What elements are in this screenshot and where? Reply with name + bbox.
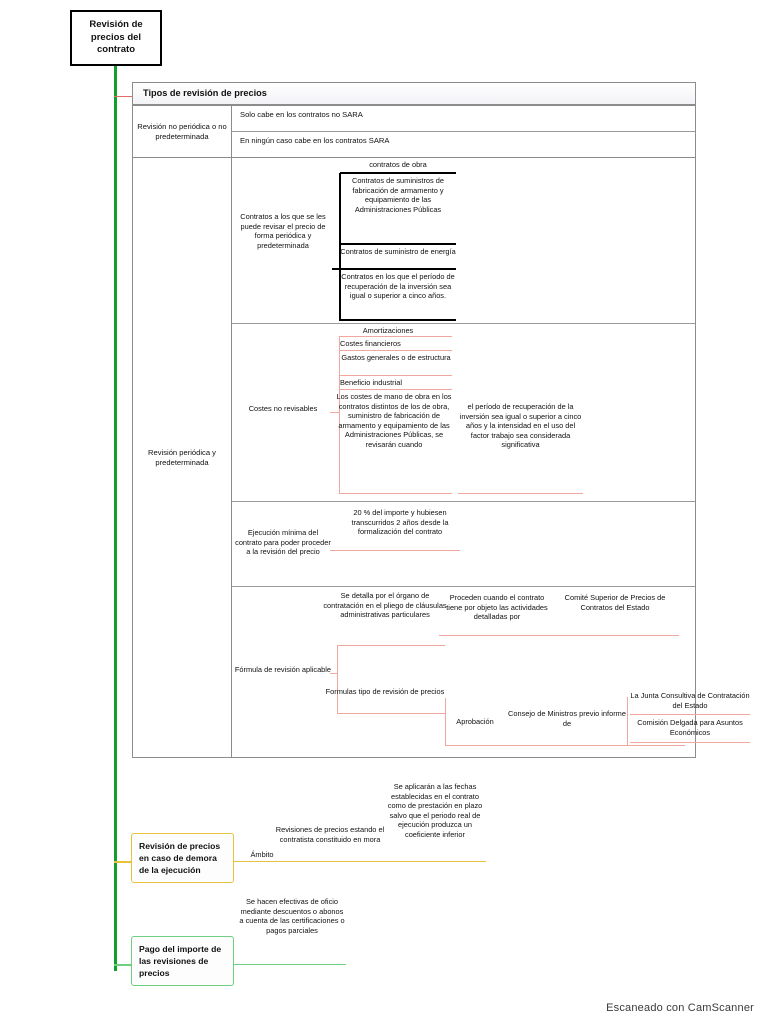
block-b-child-financieros: Costes financieros [340,339,401,348]
underline-d5-1 [630,742,750,744]
branch-box-demora[interactable]: Revisión de precios en caso de demora de… [131,833,234,883]
block-d4-comite: Comité Superior de Precios de Contratos … [564,593,666,612]
list-item-label: Solo cabe en los contratos no SARA [240,110,363,119]
underline-a-3 [340,319,456,321]
block-d-label: Fórmula de revisión aplicable [234,665,332,674]
connector-d5-spine [627,697,629,745]
block-b-child-beneficio: Beneficio industrial [340,378,403,387]
underline-b-1 [340,350,452,352]
branch-box-demora-label: Revisión de precios en caso de demora de… [139,841,221,875]
block-b-label: Costes no revisables [248,404,318,413]
block-a-label: Contratos a los que se les puede revisar… [240,212,326,250]
row-label-periodica: Revisión periódica y predeterminada [133,158,232,757]
block-formula-revision: Fórmula de revisión aplicable Se detalla… [232,587,750,757]
row-label-text: Revisión no periódica o no predeterminad… [137,121,227,141]
block-b-child-amortizaciones: Amortizaciones [362,326,414,335]
underline-b-2 [340,375,452,377]
root-title-label: Revisión de precios del contrato [89,19,143,56]
block-b-child-mano-obra: Los costes de mano de obra en los contra… [336,392,452,449]
underline-b-tail [458,493,583,495]
row-content: Contratos a los que se les puede revisar… [232,158,750,757]
branch-demora-child-fechas: Se aplicarán a las fechas establecidas e… [387,782,483,839]
list-item: En ningún caso cabe en los contratos SAR… [232,132,695,157]
underline-d3-1 [445,745,685,747]
underline-b-4 [340,493,452,495]
connector-root-to-table [114,96,133,98]
block-d-child-formulas: Formulas tipo de revisión de precios [325,687,445,696]
block-a-child-energia: Contratos de suministro de energía [340,247,456,256]
branch-pago-child: Se hacen efectivas de oficio mediante de… [239,897,345,935]
table-header: Tipos de revisión de precios [133,83,695,105]
branch-box-pago-label: Pago del importe de las revisiones de pr… [139,944,222,978]
block-a-child-suministros: Contratos de suministros de fabricación … [351,176,444,214]
underline-d-0 [337,645,445,647]
connector-a-spine [339,173,341,321]
block-d-child-pliego: Se detalla por el órgano de contratación… [323,591,447,620]
table-row: Revisión no periódica o no predeterminad… [133,105,695,157]
root-title-box[interactable]: Revisión de precios del contrato [70,10,162,66]
block-d5-junta: La Junta Consultiva de Contratación del … [630,691,750,710]
scanner-watermark-label: Escaneado con CamScanner [606,1002,754,1014]
branch-demora-child-mora: Revisiones de precios estando el contrat… [275,825,385,844]
branch-demora-baseline [234,861,486,863]
block-contratos-revisables: Contratos a los que se les puede revisar… [232,158,695,324]
list-item-label: En ningún caso cabe en los contratos SAR… [240,136,390,145]
underline-d-1 [337,713,445,715]
connector-trunk-pago [114,964,132,966]
underline-d5-0 [630,714,750,716]
row-label-text: Revisión periódica y predeterminada [148,447,216,467]
branch-demora-child-ambito: Ámbito [250,850,274,859]
scanner-watermark: Escaneado con CamScanner [606,1002,754,1014]
underline-b-0 [340,336,452,338]
connector-b-stem [330,412,340,414]
underline-d3-0 [439,635,679,637]
underline-b-3 [340,389,452,391]
underline-c-0 [340,550,460,552]
underline-a-0 [340,172,456,174]
block-d5-comision: Comisión Delgada para Asuntos Económicos [637,718,743,737]
underline-a-2 [340,268,456,270]
block-c-label: Ejecución mínima del contrato para poder… [235,528,331,557]
branch-pago-baseline [234,964,346,966]
underline-a-1 [340,243,456,245]
connector-c-stem [330,550,340,552]
list-item: Solo cabe en los contratos no SARA [232,106,695,132]
connector-a-stem [332,268,340,270]
block-b-tail: el período de recuperación de la inversi… [459,402,582,450]
connector-d3-spine [445,698,447,746]
table-row: Revisión periódica y predeterminada Cont… [133,157,750,757]
trunk-line-green [114,66,117,971]
block-d3-aprobacion: Aprobación [456,717,494,726]
connector-d-spine [337,645,339,713]
block-d3-proceden: Proceden cuando el contrato tiene por ob… [446,593,548,622]
block-a-child-recuperacion: Contratos en los que el período de recup… [341,272,455,301]
row-content: Solo cabe en los contratos no SARA En ni… [232,106,695,157]
block-c-child: 20 % del importe y hubiesen transcurrido… [351,508,449,537]
block-ejecucion-minima: Ejecución mínima del contrato para poder… [232,502,695,587]
block-a-child-obra: contratos de obra [369,160,427,169]
types-table: Tipos de revisión de precios Revisión no… [132,82,750,758]
block-costes-no-revisables: Costes no revisables Amortizaciones Cost… [232,324,695,502]
connector-b-spine [339,336,341,494]
table-header-label: Tipos de revisión de precios [143,88,267,98]
connector-d-stem [330,673,338,675]
block-b-child-gastos: Gastos generales o de estructura [341,353,451,362]
connector-trunk-demora [114,861,132,863]
row-label-no-periodica: Revisión no periódica o no predeterminad… [133,106,232,157]
branch-box-pago[interactable]: Pago del importe de las revisiones de pr… [131,936,234,986]
block-d4-consejo: Consejo de Ministros previo informe de [508,709,626,728]
